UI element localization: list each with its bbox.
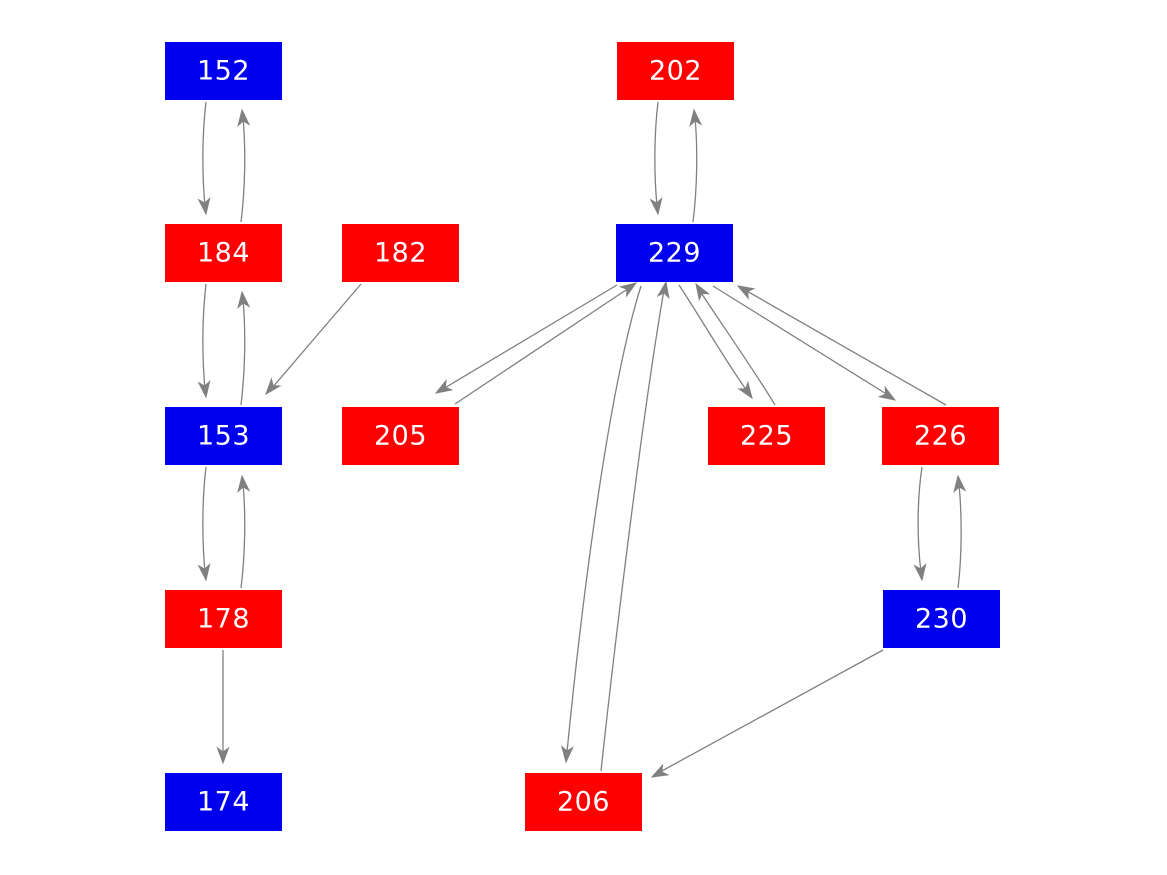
node-box[interactable] (165, 773, 282, 831)
edge-line (271, 283, 362, 389)
edge-line (659, 649, 884, 773)
edges-layer (197, 101, 967, 778)
node-230[interactable]: 230 (883, 590, 1000, 648)
node-box[interactable] (165, 42, 282, 100)
node-229[interactable]: 229 (616, 224, 733, 282)
arrowhead-icon (953, 474, 967, 493)
node-153[interactable]: 153 (165, 407, 282, 465)
node-box[interactable] (883, 590, 1000, 648)
arrowhead-icon (216, 746, 230, 765)
arrowhead-icon (736, 285, 756, 300)
node-box[interactable] (165, 224, 282, 282)
arrowhead-icon (197, 379, 211, 399)
edge-178-to-174 (216, 650, 230, 765)
node-box[interactable] (882, 407, 999, 465)
edge-line (442, 284, 618, 390)
node-205[interactable]: 205 (342, 407, 459, 465)
node-box[interactable] (342, 407, 459, 465)
edge-182-to-153 (265, 283, 362, 396)
node-184[interactable]: 184 (165, 224, 282, 282)
edge-153-to-178 (197, 466, 211, 582)
arrowhead-icon (237, 290, 251, 309)
edge-230-to-206 (650, 649, 884, 778)
arrowhead-icon (695, 282, 711, 302)
edge-line (202, 101, 207, 207)
arrowhead-icon (649, 196, 663, 216)
edge-line (454, 287, 630, 405)
arrowhead-icon (265, 377, 282, 396)
edge-184-to-153 (197, 283, 211, 399)
node-182[interactable]: 182 (342, 224, 459, 282)
edge-line (744, 289, 947, 406)
edge-line (678, 284, 748, 392)
edge-153-to-184 (237, 290, 251, 406)
edge-line (240, 483, 246, 589)
arrowhead-icon (560, 745, 574, 764)
arrowhead-icon (197, 196, 211, 216)
edge-line (566, 285, 642, 753)
edge-178-to-153 (237, 474, 251, 589)
arrowhead-icon (434, 378, 454, 394)
node-225[interactable]: 225 (708, 407, 825, 465)
edge-205-to-229 (454, 282, 638, 405)
edge-line (202, 283, 207, 390)
arrowhead-icon (197, 562, 211, 582)
node-box[interactable] (708, 407, 825, 465)
edge-226-to-230 (913, 466, 927, 582)
node-box[interactable] (165, 407, 282, 465)
node-box[interactable] (165, 590, 282, 648)
edge-line (712, 285, 889, 396)
edge-line (654, 101, 659, 207)
node-box[interactable] (525, 773, 642, 831)
edge-line (600, 289, 665, 772)
edge-line (917, 466, 923, 573)
edge-line (202, 466, 207, 573)
arrowhead-icon (237, 474, 251, 493)
edge-line (240, 299, 246, 406)
node-box[interactable] (617, 42, 734, 100)
node-202[interactable]: 202 (617, 42, 734, 100)
arrowhead-icon (689, 108, 703, 127)
arrowhead-icon (877, 385, 897, 401)
edge-184-to-152 (237, 108, 251, 223)
edge-line (692, 117, 698, 223)
node-box[interactable] (342, 224, 459, 282)
arrowhead-icon (737, 380, 753, 400)
node-226[interactable]: 226 (882, 407, 999, 465)
arrowhead-icon (650, 763, 670, 778)
arrowhead-icon (237, 108, 251, 127)
nodes-layer: 152 202 184 182 229 153 205 225 226 178 230 174 206 (165, 42, 1000, 831)
node-box[interactable] (616, 224, 733, 282)
node-206[interactable]: 206 (525, 773, 642, 831)
edge-229-to-226 (712, 285, 897, 401)
edge-229-to-225 (678, 284, 753, 400)
arrowhead-icon (618, 282, 638, 298)
edge-206-to-229 (600, 280, 670, 772)
edge-226-to-229 (736, 285, 947, 406)
node-152[interactable]: 152 (165, 42, 282, 100)
edge-230-to-226 (953, 474, 967, 589)
node-174[interactable]: 174 (165, 773, 282, 831)
edge-229-to-206 (560, 285, 642, 764)
arrowhead-icon (656, 280, 670, 300)
node-178[interactable]: 178 (165, 590, 282, 648)
edge-229-to-202 (689, 108, 703, 223)
edge-line (240, 117, 246, 223)
edge-229-to-205 (434, 284, 618, 394)
edge-202-to-229 (649, 101, 663, 216)
edge-line (699, 290, 776, 406)
edge-152-to-184 (197, 101, 211, 216)
edge-line (957, 483, 962, 589)
arrowhead-icon (913, 562, 927, 582)
edge-225-to-229 (695, 282, 776, 406)
